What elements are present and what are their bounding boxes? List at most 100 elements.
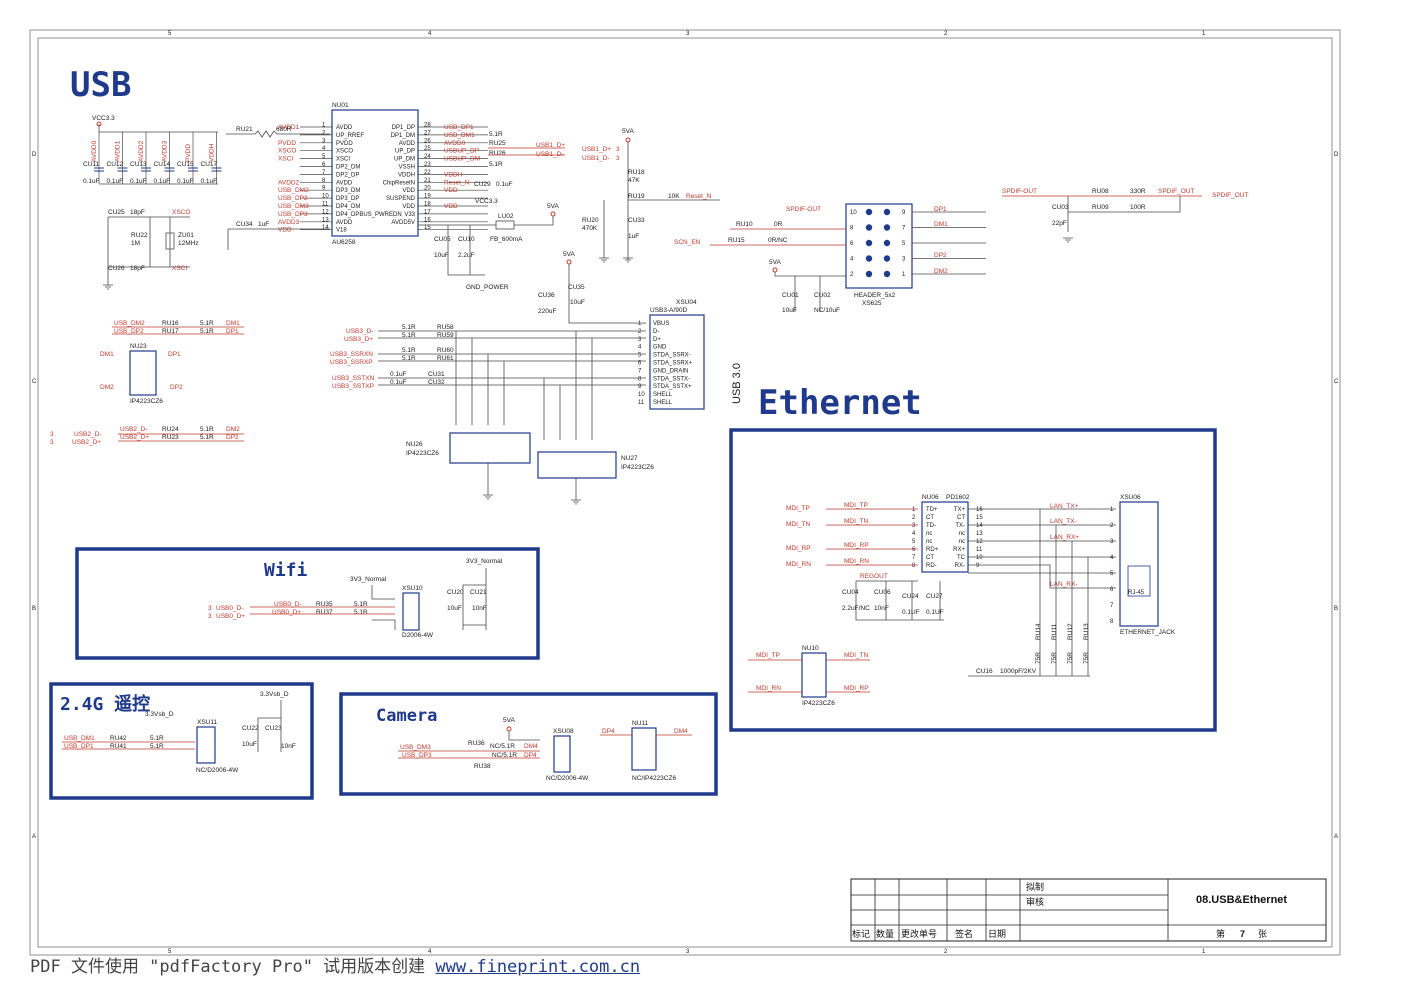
hub-pin-name: SUSPEND bbox=[386, 196, 416, 202]
svg-text:CU10: CU10 bbox=[458, 236, 475, 243]
svg-text:USB0_D+: USB0_D+ bbox=[272, 609, 301, 616]
svg-text:CU35: CU35 bbox=[568, 284, 585, 291]
usb3-pin-num: 2 bbox=[638, 329, 642, 335]
svg-text:Reset_N: Reset_N bbox=[686, 193, 712, 200]
pd-pin-name: TD+ bbox=[926, 507, 938, 513]
hub-pin-num: 25 bbox=[424, 146, 431, 152]
svg-text:SPDIF-OUT: SPDIF-OUT bbox=[786, 206, 821, 213]
rj-pin-num: 6 bbox=[1110, 587, 1114, 593]
hub-pin-name: XSCI bbox=[336, 157, 350, 163]
svg-text:D: D bbox=[1334, 152, 1339, 158]
header-pin-dot bbox=[865, 208, 873, 216]
svg-text:22pF: 22pF bbox=[1052, 220, 1067, 227]
cap-value: 0.1uF bbox=[177, 178, 194, 185]
hub-pin-num: 12 bbox=[322, 209, 329, 215]
pd-pin-num: 5 bbox=[912, 539, 916, 545]
title-block: 拟制 审核 08.USB&Ethernet 标记 数量 更改单号 签名 日期 第… bbox=[850, 878, 1327, 942]
svg-text:VCC3.3: VCC3.3 bbox=[475, 198, 498, 205]
hub-pin-name: AVDD bbox=[336, 220, 353, 226]
hub-pin-name: UP_RREF bbox=[336, 133, 364, 139]
hub-pin-net: AVDD2 bbox=[278, 179, 300, 186]
svg-text:1: 1 bbox=[1202, 31, 1206, 37]
svg-text:NU27: NU27 bbox=[621, 455, 638, 462]
svg-text:RJ-45: RJ-45 bbox=[1128, 590, 1145, 596]
rj-pin-num: 2 bbox=[1110, 523, 1114, 529]
svg-text:ZU01: ZU01 bbox=[178, 232, 194, 239]
pd-pin-num: 14 bbox=[976, 523, 983, 529]
hub-pin-net: USB_DP2 bbox=[278, 195, 308, 202]
svg-text:330R: 330R bbox=[1130, 188, 1146, 195]
rj-pin-num: 5 bbox=[1110, 571, 1114, 577]
svg-text:USB1_D+: USB1_D+ bbox=[582, 146, 611, 153]
svg-text:USB2_D-: USB2_D- bbox=[74, 431, 101, 438]
svg-text:DP2: DP2 bbox=[934, 252, 947, 259]
pd-pin-name: nc bbox=[959, 539, 965, 545]
svg-text:CU04: CU04 bbox=[842, 589, 859, 596]
svg-text:LAN_TX-: LAN_TX- bbox=[1050, 518, 1077, 525]
cap-value: 0.1uF bbox=[130, 178, 147, 185]
svg-text:IP4223CZ6: IP4223CZ6 bbox=[130, 398, 163, 405]
cap-ref: CU12 bbox=[107, 161, 124, 168]
svg-text:5.1R: 5.1R bbox=[200, 320, 214, 327]
svg-text:XSU10: XSU10 bbox=[402, 585, 423, 592]
remote-section-box bbox=[49, 682, 314, 800]
pd-pin-name: TX- bbox=[955, 523, 965, 529]
svg-text:10nF: 10nF bbox=[281, 743, 296, 750]
hub-pin-net: USB_DM3 bbox=[278, 203, 309, 210]
svg-text:张: 张 bbox=[1258, 929, 1267, 939]
hub-pin-name: DP4_DM bbox=[336, 204, 360, 210]
svg-text:DM4: DM4 bbox=[674, 728, 688, 735]
svg-text:IP4223CZ6: IP4223CZ6 bbox=[621, 464, 654, 471]
usb3-pin-name: SHELL bbox=[653, 400, 673, 406]
svg-text:RU37: RU37 bbox=[316, 609, 333, 616]
power-filter: CU29 0.1uF VCC3.3 LU02 FB_600mA 5VA CU05… bbox=[418, 181, 559, 291]
svg-text:DP4: DP4 bbox=[602, 728, 615, 735]
usb3-pin-num: 3 bbox=[638, 337, 642, 343]
usb3-pin-name: STDA_SSRX+ bbox=[653, 361, 693, 367]
svg-text:MDI_RN: MDI_RN bbox=[786, 561, 811, 568]
ethernet-circuit: NU06 PD1602 TD+1CT2TD-3nc4nc5RD+6CT7RD-8… bbox=[748, 494, 1176, 707]
footer-link[interactable]: www.fineprint.com.cn bbox=[435, 957, 641, 977]
svg-text:680R: 680R bbox=[276, 126, 292, 133]
pd-pin-name: RX- bbox=[955, 563, 965, 569]
svg-text:RU21: RU21 bbox=[236, 126, 253, 133]
pd-pin-num: 12 bbox=[976, 539, 983, 545]
usb3-pin-name: GND bbox=[653, 345, 667, 351]
svg-text:75R: 75R bbox=[1051, 652, 1058, 664]
svg-text:MDI_TN: MDI_TN bbox=[844, 652, 869, 659]
header-pin-dot bbox=[883, 255, 891, 262]
pd-pin-name: TC bbox=[957, 555, 966, 561]
svg-text:PD1602: PD1602 bbox=[946, 494, 970, 501]
svg-text:47K: 47K bbox=[628, 177, 640, 184]
header-pin-num: 6 bbox=[850, 241, 854, 247]
esd-nu26: NU26 IP4223CZ6 bbox=[406, 432, 531, 500]
ethernet-section-box bbox=[729, 428, 1217, 732]
svg-text:日期: 日期 bbox=[988, 929, 1006, 939]
svg-text:NC/IP4223CZ6: NC/IP4223CZ6 bbox=[632, 775, 676, 782]
cap-ref: CU11 bbox=[83, 161, 100, 168]
hub-pin-net: AVDD0 bbox=[444, 140, 466, 147]
svg-text:D: D bbox=[32, 152, 37, 158]
svg-text:DP1: DP1 bbox=[934, 206, 947, 213]
hub-pin-num: 16 bbox=[424, 217, 431, 223]
svg-text:1M: 1M bbox=[131, 240, 140, 247]
usb3-pin-name: STDA_SSTX- bbox=[653, 376, 690, 382]
pd-pin-num: 9 bbox=[976, 563, 980, 569]
svg-text:5VA: 5VA bbox=[769, 259, 781, 266]
header-pin-dot bbox=[865, 224, 873, 231]
svg-text:XSU06: XSU06 bbox=[1120, 494, 1141, 501]
ethernet-section-title: Ethernet bbox=[758, 383, 922, 423]
header-pin-num: 8 bbox=[850, 226, 854, 232]
svg-text:0.1uF: 0.1uF bbox=[496, 181, 513, 188]
svg-text:LAN_TX+: LAN_TX+ bbox=[1050, 503, 1079, 510]
svg-text:RU20: RU20 bbox=[582, 217, 599, 224]
svg-text:USB_DM3: USB_DM3 bbox=[400, 744, 431, 751]
svg-text:RU23: RU23 bbox=[162, 434, 179, 441]
svg-text:5.1R: 5.1R bbox=[402, 347, 416, 354]
svg-text:NU11: NU11 bbox=[632, 720, 649, 727]
svg-text:1000pF/2KV: 1000pF/2KV bbox=[1000, 668, 1037, 675]
svg-text:B: B bbox=[32, 606, 36, 612]
cap-ref: CU17 bbox=[201, 161, 218, 168]
svg-text:USB3_SSTXP: USB3_SSTXP bbox=[332, 383, 374, 390]
usb3-pin-num: 8 bbox=[638, 376, 642, 382]
